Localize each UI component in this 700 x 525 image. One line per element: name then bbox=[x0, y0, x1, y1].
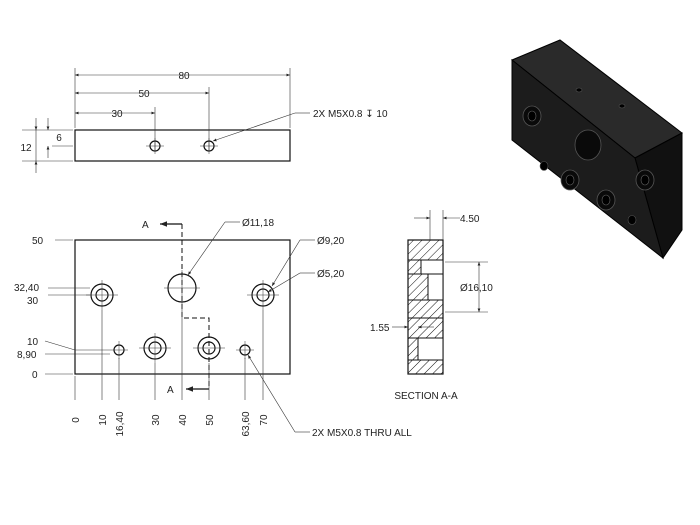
iso-top-hole-2 bbox=[618, 103, 626, 109]
section-solid-1 bbox=[407, 239, 444, 261]
section-dim-4-50: 4.50 bbox=[460, 214, 480, 225]
x-dim-16-40: 16,40 bbox=[115, 411, 126, 436]
dim-12-label: 12 bbox=[20, 143, 32, 154]
section-outline bbox=[407, 239, 444, 375]
x-dim-50: 50 bbox=[205, 414, 216, 426]
iso-top-hole-1 bbox=[575, 87, 583, 93]
section-solid-5 bbox=[407, 317, 444, 339]
section-solid-4 bbox=[407, 299, 444, 319]
iso-tapped-2 bbox=[627, 215, 637, 225]
y-dim-30: 30 bbox=[27, 296, 39, 307]
section-solid-6 bbox=[407, 337, 419, 361]
y-dim-8-90: 8,90 bbox=[17, 350, 37, 361]
y-dim-50: 50 bbox=[32, 236, 44, 247]
top-hole-callout: 2X M5X0.8 ↧ 10 bbox=[313, 109, 388, 120]
section-solid-7 bbox=[407, 359, 444, 375]
section-solid-2 bbox=[407, 259, 422, 275]
section-dim-16-10: Ø16,10 bbox=[460, 283, 493, 294]
dim-30-label: 30 bbox=[111, 109, 123, 120]
y-dim-10: 10 bbox=[27, 337, 39, 348]
top-view-outline bbox=[74, 129, 291, 162]
dim-50-label: 50 bbox=[138, 89, 150, 100]
x-dim-40: 40 bbox=[178, 414, 189, 426]
x-dim-0: 0 bbox=[71, 417, 82, 423]
section-label-bottom: A bbox=[167, 385, 174, 396]
x-dim-30: 30 bbox=[151, 414, 162, 426]
y-dim-0: 0 bbox=[32, 370, 38, 381]
section-dim-1-55: 1.55 bbox=[370, 323, 390, 334]
thru-all-callout: 2X M5X0.8 THRU ALL bbox=[312, 428, 412, 439]
dia-5-20: Ø5,20 bbox=[317, 269, 345, 280]
front-view: A A 50 32,40 30 bbox=[14, 218, 412, 439]
section-label-top: A bbox=[142, 220, 149, 231]
dia-11-18: Ø11,18 bbox=[242, 218, 274, 229]
x-dim-63-60: 63,60 bbox=[241, 411, 252, 436]
dim-6-label: 6 bbox=[56, 133, 62, 144]
x-dim-70: 70 bbox=[259, 414, 270, 426]
isometric-view bbox=[511, 39, 683, 260]
y-dim-32-40: 32,40 bbox=[14, 283, 39, 294]
iso-center-hole bbox=[574, 129, 602, 161]
dim-80-label: 80 bbox=[178, 71, 190, 82]
section-line bbox=[181, 224, 210, 389]
iso-tapped-1 bbox=[539, 161, 549, 171]
section-title: SECTION A-A bbox=[394, 391, 458, 402]
top-view: 80 50 30 12 6 2X M5X0.8 ↧ 10 bbox=[20, 68, 388, 173]
dia-9-20: Ø9,20 bbox=[317, 236, 345, 247]
section-view: 4.50 Ø16,10 1.55 SECTION A-A bbox=[370, 210, 493, 402]
x-dim-10: 10 bbox=[98, 414, 109, 426]
